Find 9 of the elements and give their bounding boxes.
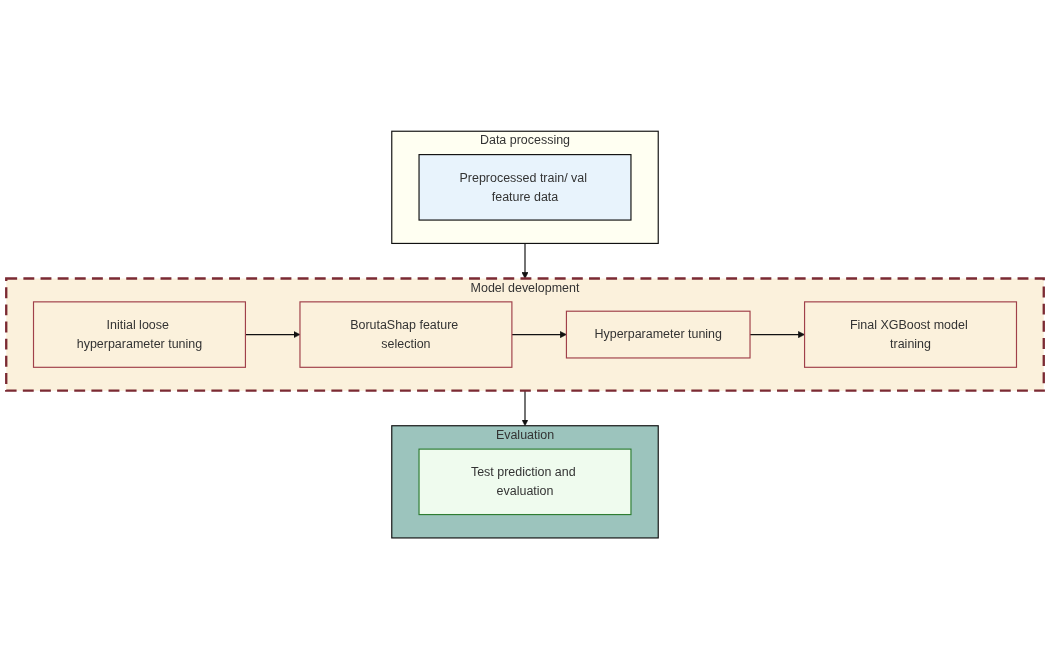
node-box: Test prediction and evaluation	[418, 448, 632, 516]
node-box: BorutaShap feature selection	[299, 301, 513, 368]
node-box: Initial loose hyperparameter tuning	[32, 301, 246, 368]
arrow	[521, 390, 529, 426]
arrow	[511, 331, 567, 338]
node-box: Preprocessed train/ val feature data	[418, 153, 632, 221]
arrow	[521, 242, 529, 279]
node-box: Hyperparameter tuning	[565, 310, 751, 359]
node-box: Final XGBoost model training	[804, 301, 1018, 368]
